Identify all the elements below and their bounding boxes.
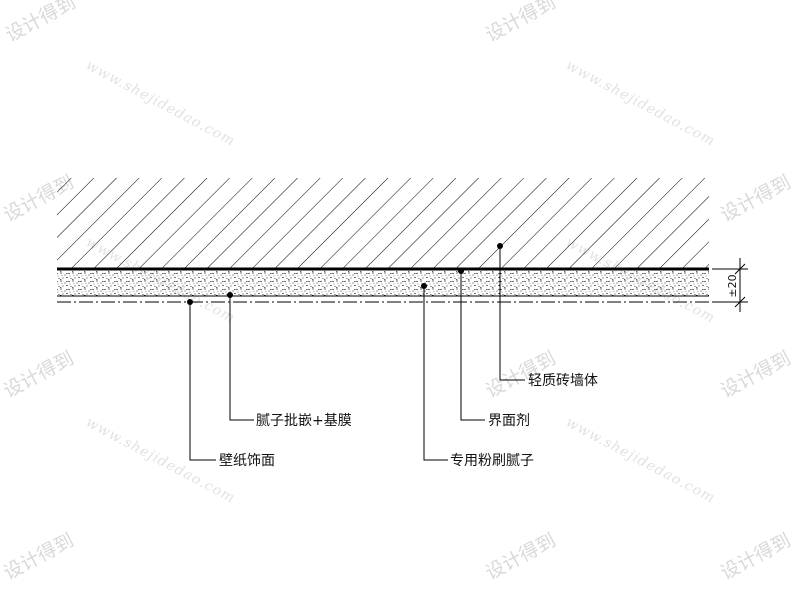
primer-label: 界面剂 [488,413,530,429]
watermark-text: 设计得到 [482,0,559,46]
skim-label: 腻子批嵌+基膜 [256,412,352,429]
brick-wall-layer [57,178,709,268]
watermark-text: 设计得到 [0,347,77,402]
wall-label: 轻质砖墙体 [528,373,598,389]
watermark-url: www.shejidedao.com [563,414,718,506]
watermark-url: www.shejidedao.com [563,57,718,149]
watermark-text: 设计得到 [482,529,559,584]
leader-finish: 壁纸饰面 [187,299,275,469]
watermark-url: www.shejidedao.com [83,57,238,149]
watermark-text: 设计得到 [717,347,794,402]
putty-label: 专用粉刷腻子 [450,453,534,469]
watermark-text: 设计得到 [2,0,79,46]
watermark-text: 设计得到 [717,171,794,226]
watermark-text: 设计得到 [717,529,794,584]
leader-primer: 界面剂 [458,268,530,429]
watermark-text: 设计得到 [0,529,77,584]
putty-layer [57,271,709,297]
watermark-url: www.shejidedao.com [83,414,238,506]
thickness-label: ±20 [726,274,739,297]
finish-label: 壁纸饰面 [219,453,275,469]
leader-putty: 专用粉刷腻子 [421,283,534,469]
leader-skim: 腻子批嵌+基膜 [227,292,352,429]
leader-wall: 轻质砖墙体 [497,243,598,389]
thickness-dimension: ±20 [712,258,748,312]
